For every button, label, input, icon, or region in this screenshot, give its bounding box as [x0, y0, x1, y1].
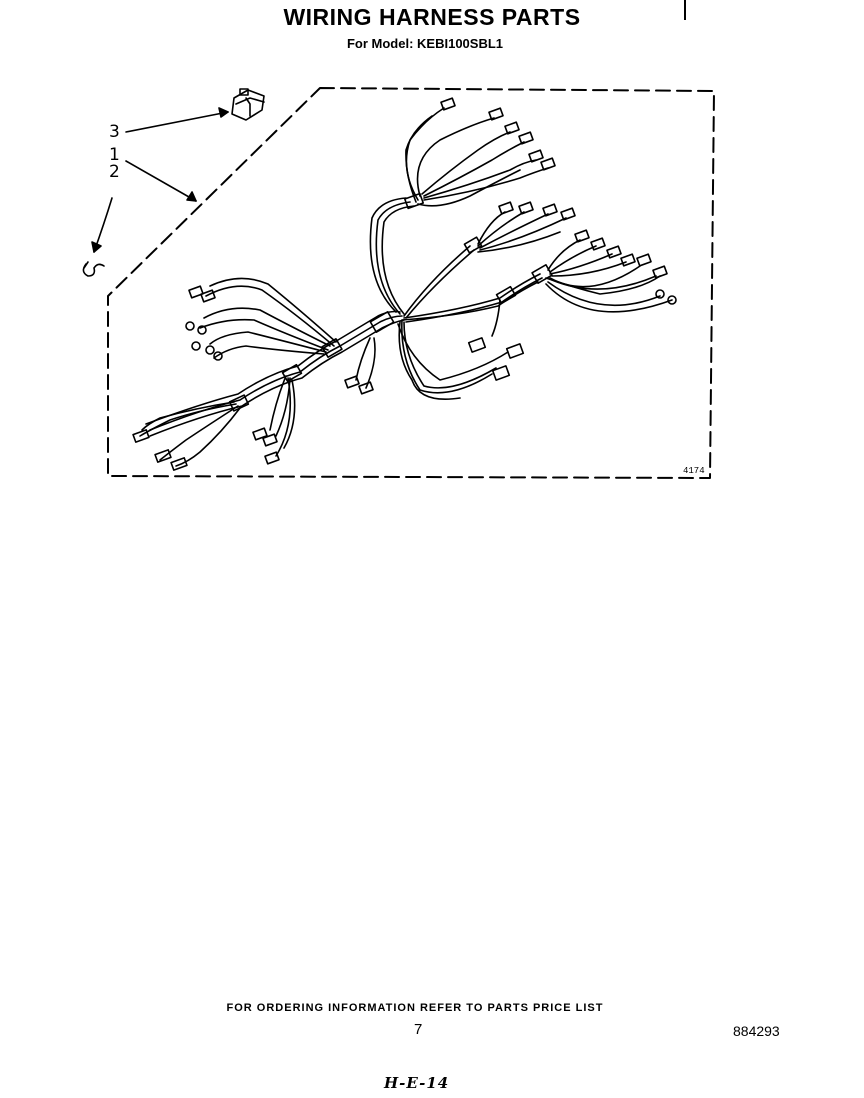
- connector-u4: [518, 131, 534, 145]
- part-2-wire-clip: [82, 261, 105, 277]
- model-subtitle: For Model: KEBI100SBL1: [0, 36, 864, 51]
- page-number: 7: [414, 1021, 423, 1038]
- ordering-note: FOR ORDERING INFORMATION REFER TO PARTS …: [226, 1002, 604, 1014]
- handwritten-note: H-E-14: [384, 1074, 450, 1092]
- connector-r4: [620, 253, 636, 267]
- connector-lm2: [505, 343, 525, 359]
- harness-middle-branch: [403, 201, 576, 319]
- connector-lu1: [188, 285, 204, 299]
- callout-2: 2: [109, 162, 120, 182]
- terminal-lu3: [185, 321, 195, 331]
- harness-right-branch: [401, 229, 677, 337]
- harness-trunk: [145, 310, 405, 437]
- terminal-lu4: [197, 325, 207, 335]
- connector-lu2: [200, 289, 216, 303]
- connector-lm4: [344, 375, 360, 389]
- connector-ll5: [262, 433, 278, 447]
- connector-ll2: [154, 449, 172, 463]
- callout-1: 1: [109, 145, 120, 165]
- connector-m1: [498, 201, 514, 215]
- connector-ll1: [132, 429, 150, 443]
- connector-m2: [518, 201, 534, 215]
- right-branch-sleeve-1: [495, 285, 517, 305]
- connector-ll4: [252, 427, 268, 441]
- connector-r5: [636, 253, 652, 267]
- diagram-boundary: [107, 87, 715, 479]
- connector-ll6: [264, 451, 280, 465]
- terminal-r7: [655, 289, 665, 299]
- terminal-r8: [667, 295, 677, 305]
- terminal-lu5: [191, 341, 201, 351]
- terminal-lu7: [213, 351, 223, 361]
- page-title: WIRING HARNESS PARTS: [283, 4, 581, 30]
- connector-r2: [590, 237, 606, 251]
- top-edge-mark: [684, 0, 686, 20]
- connector-u1: [440, 97, 456, 111]
- harness-lower-middle-branch: [344, 319, 525, 400]
- connector-r1: [574, 229, 590, 243]
- connector-m3: [542, 203, 558, 217]
- connector-ll3: [170, 457, 188, 471]
- connector-lm3: [491, 365, 511, 381]
- callout-2-arrow: [91, 241, 102, 253]
- connector-u3: [504, 121, 520, 135]
- connector-u6: [540, 157, 556, 171]
- harness-upper-branch: [369, 97, 556, 315]
- callout-3: 3: [109, 122, 120, 142]
- model-subtitle-text: For Model: KEBI100SBL1: [346, 36, 504, 51]
- connector-lm1: [467, 337, 487, 353]
- document-number: 884293: [733, 1023, 780, 1039]
- callout-3-leader: [125, 111, 229, 133]
- harness-left-upper-branch: [185, 277, 337, 361]
- terminal-lu6: [205, 345, 215, 355]
- callout-1-arrow: [186, 191, 197, 202]
- connector-u5: [528, 149, 544, 163]
- harness-left-lower-branch: [132, 375, 296, 471]
- connector-lm5: [358, 381, 374, 395]
- upper-branch-sleeve: [403, 192, 425, 210]
- callout-3-arrow: [218, 107, 229, 118]
- connector-r3: [606, 245, 622, 259]
- part-3-connector-block: [231, 88, 265, 121]
- figure-number: 4174: [683, 466, 705, 476]
- trunk-sleeve-1: [228, 394, 250, 412]
- connector-r6: [652, 265, 668, 279]
- connector-m4: [560, 207, 576, 221]
- trunk-sleeve-4: [369, 311, 395, 333]
- connector-u2: [488, 107, 504, 121]
- callout-1-leader: [125, 160, 197, 202]
